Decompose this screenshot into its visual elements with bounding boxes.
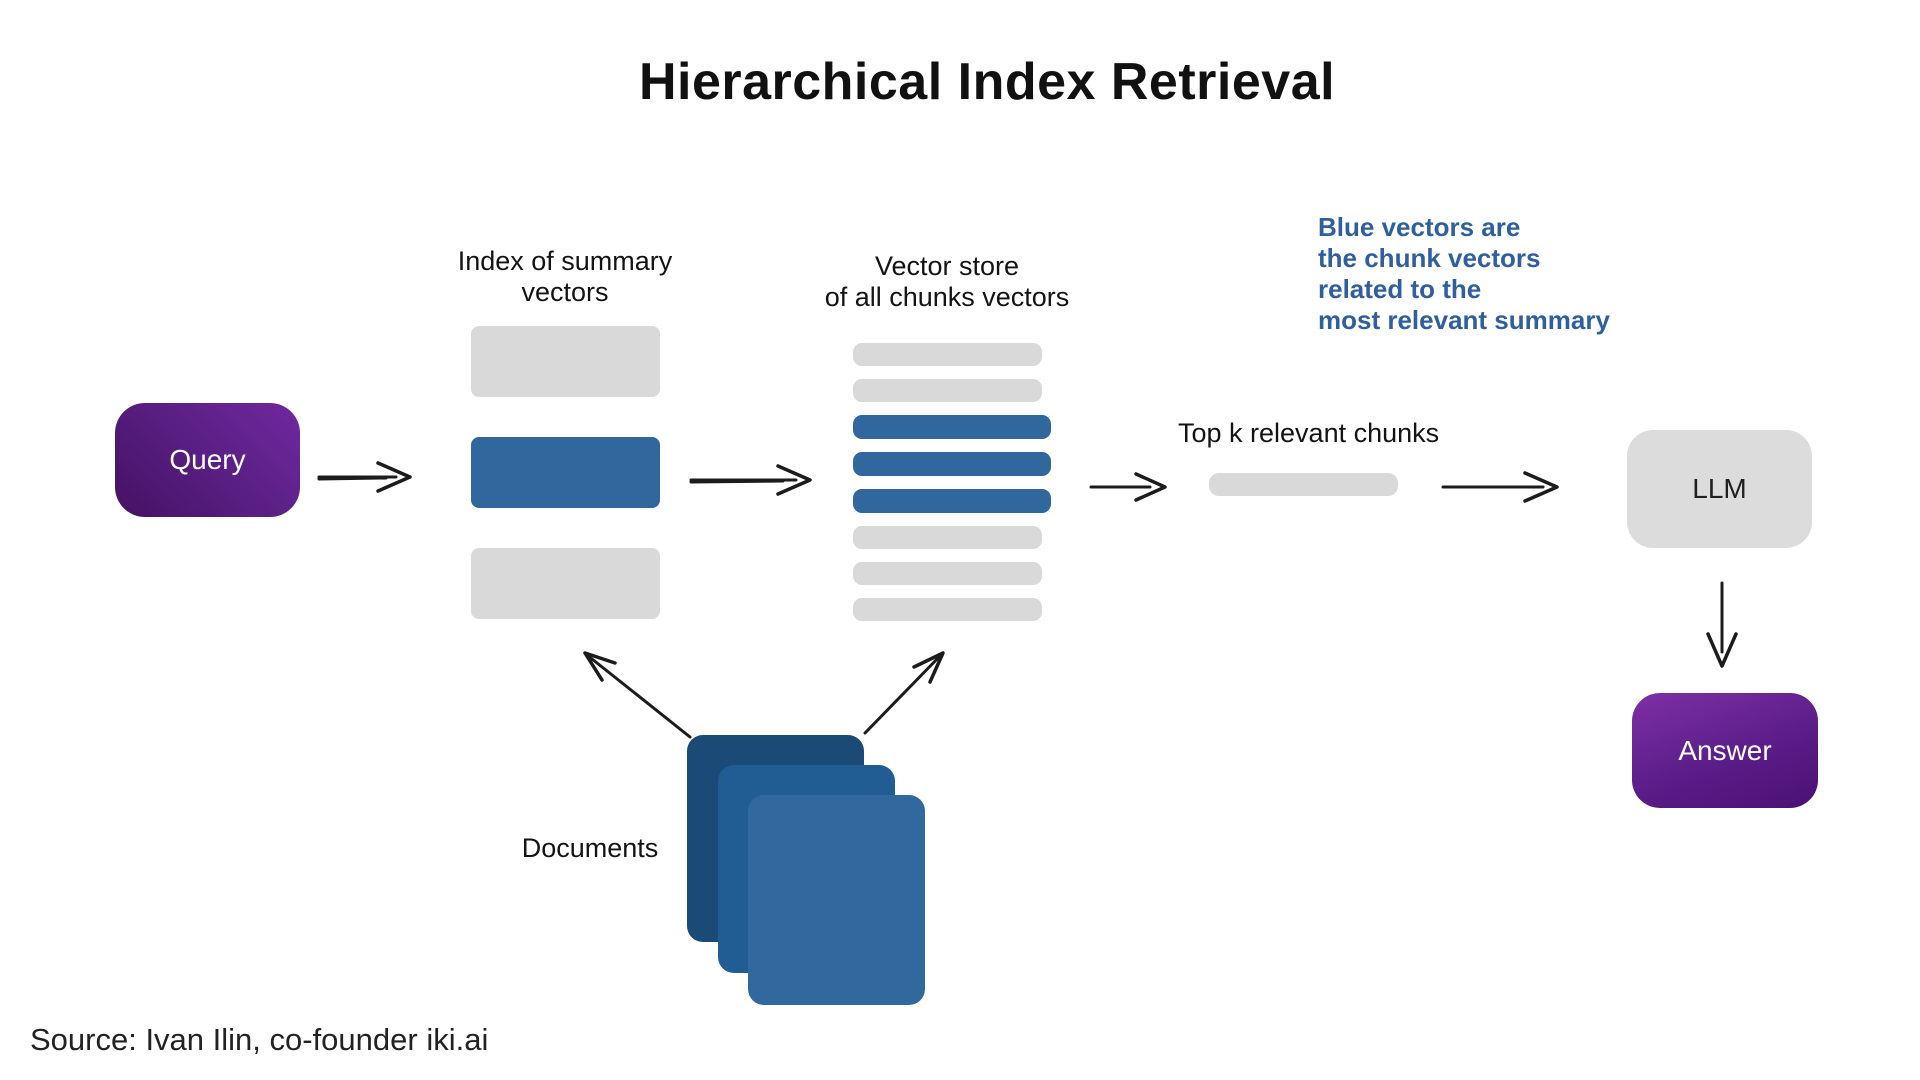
gray-vector-bar <box>853 526 1042 549</box>
gray-vector-bar <box>853 379 1042 402</box>
top-k-chunk-bar <box>1209 473 1398 496</box>
blue-vector-bar <box>853 415 1051 439</box>
blue-vector-bar <box>853 489 1051 513</box>
arrow-documents-to-index-icon <box>583 651 692 739</box>
query-node-label: Query <box>169 444 246 475</box>
blue-vector-bar <box>853 452 1051 476</box>
gray-vector-bar <box>471 548 660 619</box>
gray-vector-bar <box>471 326 660 397</box>
answer-node: Answer <box>1632 693 1818 808</box>
llm-node-label: LLM <box>1692 473 1747 504</box>
summary-vector-stack <box>471 326 660 619</box>
arrow-documents-to-vectorstore-icon <box>863 651 945 735</box>
llm-node: LLM <box>1627 430 1812 548</box>
documents-label: Documents <box>521 833 659 863</box>
arrow-topk-to-llm-icon <box>1441 471 1559 503</box>
page-title: Hierarchical Index Retrieval <box>638 53 1336 111</box>
index-of-summary-vectors-label: Index of summary vectors <box>457 246 673 307</box>
arrow-query-to-index-icon <box>317 461 412 493</box>
source-credit: Source: Ivan Ilin, co-founder iki.ai <box>30 1022 489 1057</box>
document-front-icon <box>748 795 925 1005</box>
arrow-vectorstore-to-topk-icon <box>1089 472 1167 502</box>
gray-vector-bar <box>853 562 1042 585</box>
gray-vector-bar <box>853 598 1042 621</box>
blue-vector-bar <box>471 437 660 508</box>
query-node: Query <box>115 403 300 517</box>
answer-node-label: Answer <box>1678 734 1772 766</box>
blue-vectors-annotation: Blue vectors are the chunk vectors relat… <box>1318 212 1610 335</box>
vector-store-label: Vector store of all chunks vectors <box>824 251 1070 312</box>
gray-vector-bar <box>853 343 1042 366</box>
arrow-index-to-vectorstore-icon <box>689 464 812 496</box>
top-k-relevant-chunks-label: Top k relevant chunks <box>1178 418 1440 448</box>
chunk-vector-stack <box>853 343 1051 621</box>
arrow-llm-to-answer-icon <box>1706 581 1738 668</box>
